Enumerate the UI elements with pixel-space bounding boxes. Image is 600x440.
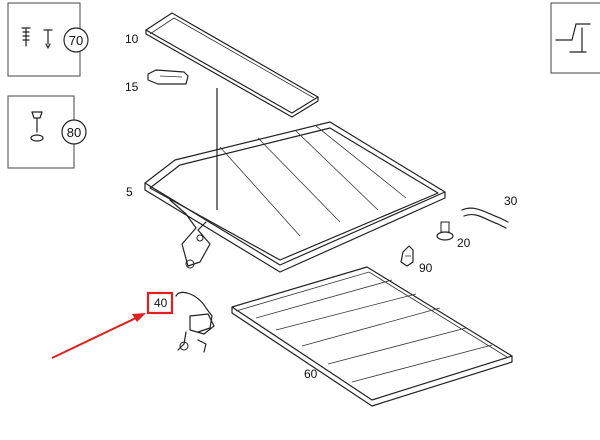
part-label-15: 15 xyxy=(125,80,139,94)
part-label-90: 90 xyxy=(419,261,433,275)
callout-label-80: 80 xyxy=(67,125,81,140)
curve-graph-icon xyxy=(550,2,600,74)
part-label-10: 10 xyxy=(125,32,139,46)
callout-label-70: 70 xyxy=(69,33,83,48)
sunshade-part xyxy=(231,266,513,407)
motor-part xyxy=(175,291,215,353)
hose-part xyxy=(461,207,509,229)
bolt-icon xyxy=(30,111,44,142)
roof-panel-part xyxy=(145,12,319,118)
part-label-60: 60 xyxy=(304,367,318,381)
highlight-box xyxy=(146,291,174,315)
screw-icon xyxy=(21,27,53,49)
part-label-30: 30 xyxy=(504,194,518,208)
callout-box-bolt: 80 xyxy=(7,95,87,169)
arrow-icon xyxy=(51,313,146,359)
callout-box-screws: 70 xyxy=(7,2,89,77)
bracket-part xyxy=(147,69,189,85)
sunroof-frame-part xyxy=(144,121,446,273)
callout-circle-70 xyxy=(63,27,89,53)
clip-part xyxy=(400,245,414,267)
part-label-20: 20 xyxy=(457,236,471,250)
part-label-40: 40 xyxy=(154,296,168,310)
grommet-part xyxy=(436,221,454,241)
callout-circle-80 xyxy=(61,119,87,145)
part-label-5: 5 xyxy=(126,185,133,199)
